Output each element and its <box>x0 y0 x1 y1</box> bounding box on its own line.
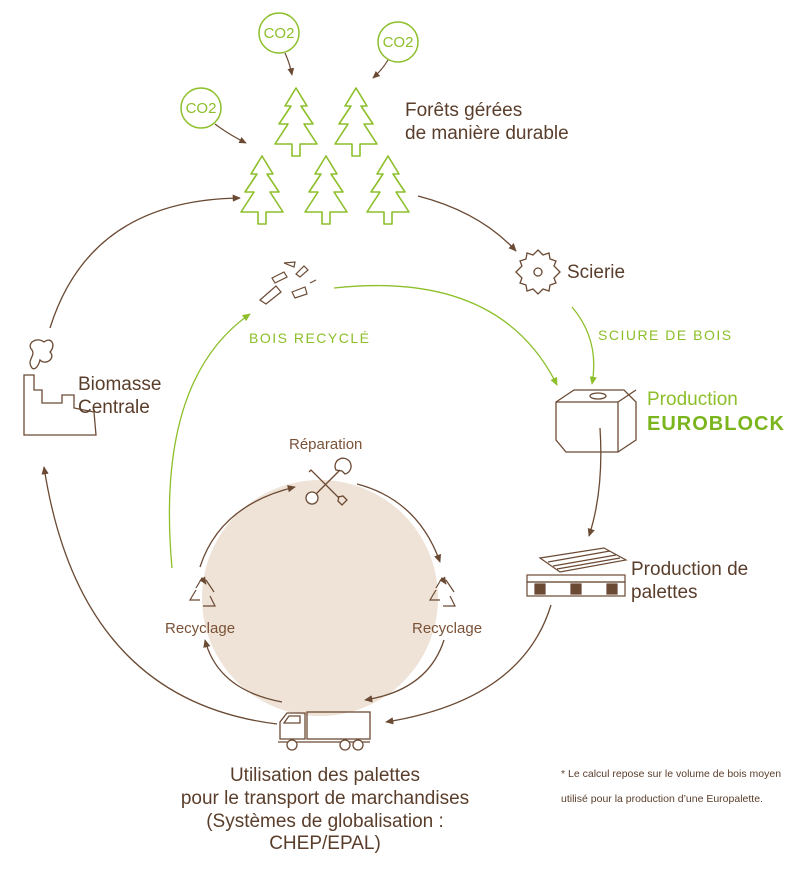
svg-text:CO2: CO2 <box>186 100 217 117</box>
repair-label: Réparation <box>289 436 363 453</box>
pallet-production-label: Production de palettes <box>631 559 749 603</box>
usage-cycle-disc <box>202 480 438 716</box>
pallet-usage-label: Utilisation des palettes pour le transpo… <box>180 765 470 855</box>
euroblock-icon <box>555 389 637 453</box>
recycling-right-label: Recyclage <box>412 620 483 637</box>
arrow-sawdust-to-euroblock <box>571 306 597 385</box>
pallet-icon <box>526 547 628 597</box>
footnote: * Le calcul repose sur le volume de bois… <box>561 768 782 806</box>
svg-text:CO2: CO2 <box>383 34 414 51</box>
wrench-screwdriver-icon <box>305 457 352 506</box>
biomass-plant-label: Biomasse Centrale <box>78 374 162 418</box>
arrow-recycling-to-repair <box>199 485 296 568</box>
tree-icon <box>274 87 318 157</box>
euroblock-logo: EUROBLOCK <box>647 412 785 435</box>
co2-bubble-icon: CO2 <box>180 87 247 144</box>
arrow-recycling-to-transport <box>364 639 445 703</box>
arrow-forest-to-sawmill <box>417 195 517 252</box>
truck-icon <box>278 711 371 751</box>
tree-icon <box>334 87 378 157</box>
broken-wood-icon <box>259 261 317 305</box>
sawmill-label: Scierie <box>567 262 626 283</box>
co2-bubble-icon: CO2 <box>372 21 419 79</box>
recycled-wood-label: BOIS RECYCLÉ <box>249 330 371 346</box>
arrow-euroblock-to-pallets <box>587 427 602 537</box>
recycle-icon <box>188 576 216 607</box>
power-plant-icon <box>23 339 97 436</box>
production-label: Production <box>647 389 738 410</box>
tree-icon <box>366 155 410 225</box>
arrow-recycling-to-recycled-wood <box>168 313 251 569</box>
arrow-biomass-to-forest <box>49 194 241 329</box>
sawdust-label: SCIURE DE BOIS <box>598 327 733 343</box>
arrow-recycled-wood-to-euroblock <box>333 284 558 386</box>
recycle-icon <box>428 576 456 607</box>
production-euroblock-label: Production EUROBLOCK <box>647 389 785 436</box>
arrow-transport-to-recycling <box>203 639 283 703</box>
saw-blade-icon <box>515 249 561 295</box>
recycling-left-label: Recyclage <box>165 620 236 637</box>
forest-label: Forêts gérées de manière durable <box>405 100 569 144</box>
svg-text:CO2: CO2 <box>264 25 295 42</box>
tree-icon <box>304 155 348 225</box>
arrow-repair-to-recycling <box>356 483 441 563</box>
arrow-pallets-to-transport <box>385 604 552 725</box>
tree-icon <box>240 155 284 225</box>
co2-bubble-icon: CO2 <box>258 12 300 76</box>
arrow-transport-to-biomass <box>41 466 278 725</box>
